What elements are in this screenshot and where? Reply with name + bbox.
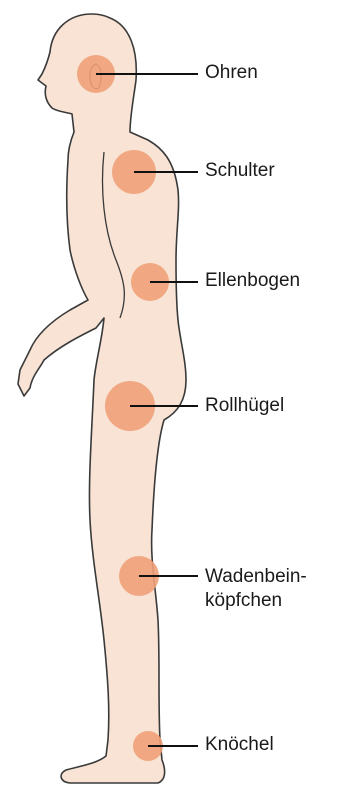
label-schulter: Schulter: [205, 160, 275, 182]
label-knoechel: Knöchel: [205, 734, 274, 756]
label-ohren: Ohren: [205, 62, 258, 84]
human-body-side-view: [18, 14, 186, 783]
label-ellenbogen: Ellenbogen: [205, 270, 300, 292]
label-wadenbein-line1: Wadenbein-: [205, 566, 307, 588]
label-rollhuegel: Rollhügel: [205, 395, 284, 417]
label-wadenbein-line2: köpfchen: [205, 590, 282, 612]
